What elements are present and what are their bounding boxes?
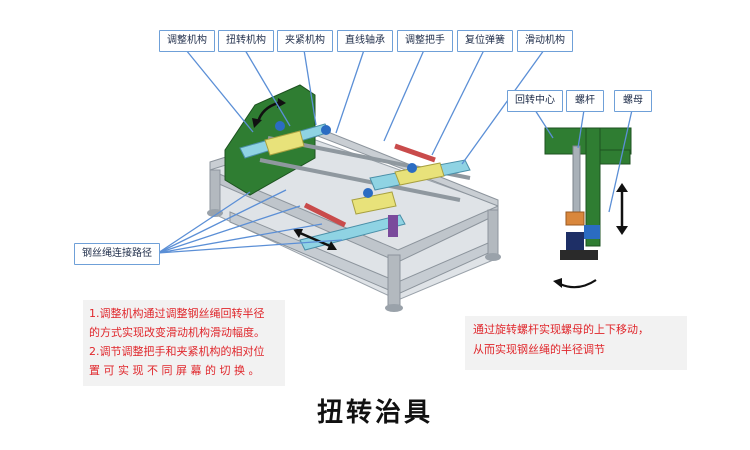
label-nut: 螺母: [614, 90, 652, 112]
label-screw: 螺杆: [566, 90, 604, 112]
page-title: 扭转治具: [316, 398, 433, 428]
label-linear-bearing: 直线轴承: [337, 30, 393, 52]
leader-lines: [157, 49, 633, 254]
note-left: 1.调整机构通过调整钢丝绳回转半径 的方式实现改变滑动机构滑动幅度。 2.调节调…: [83, 300, 285, 386]
note-left-line-1: 1.调整机构通过调整钢丝绳回转半径: [89, 307, 265, 320]
note-left-line-4: 置 可 实 现 不 同 屏 幕 的 切 换 。: [89, 364, 260, 377]
label-rotation-center: 回转中心: [507, 90, 563, 112]
note-right-line-1: 通过旋转螺杆实现螺母的上下移动，: [473, 323, 649, 336]
note-left-line-2: 的方式实现改变滑动机构滑动幅度。: [89, 326, 265, 339]
note-right-line-2: 从而实现钢丝绳的半径调节: [473, 343, 605, 356]
label-clamp-mechanism: 夹紧机构: [277, 30, 333, 52]
label-adjust-handle: 调整把手: [397, 30, 453, 52]
label-twist-mechanism: 扭转机构: [218, 30, 274, 52]
screw-nut-detail-illustration: [544, 127, 632, 289]
twist-fixture-illustration: [207, 84, 501, 312]
note-left-line-3: 2.调节调整把手和夹紧机构的相对位: [89, 345, 265, 358]
label-adjust-mechanism: 调整机构: [159, 30, 215, 52]
note-right: 通过旋转螺杆实现螺母的上下移动， 从而实现钢丝绳的半径调节: [465, 316, 687, 370]
label-slide-mechanism: 滑动机构: [517, 30, 573, 52]
label-wire-path: 钢丝绳连接路径: [74, 243, 160, 265]
label-return-spring: 复位弹簧: [457, 30, 513, 52]
